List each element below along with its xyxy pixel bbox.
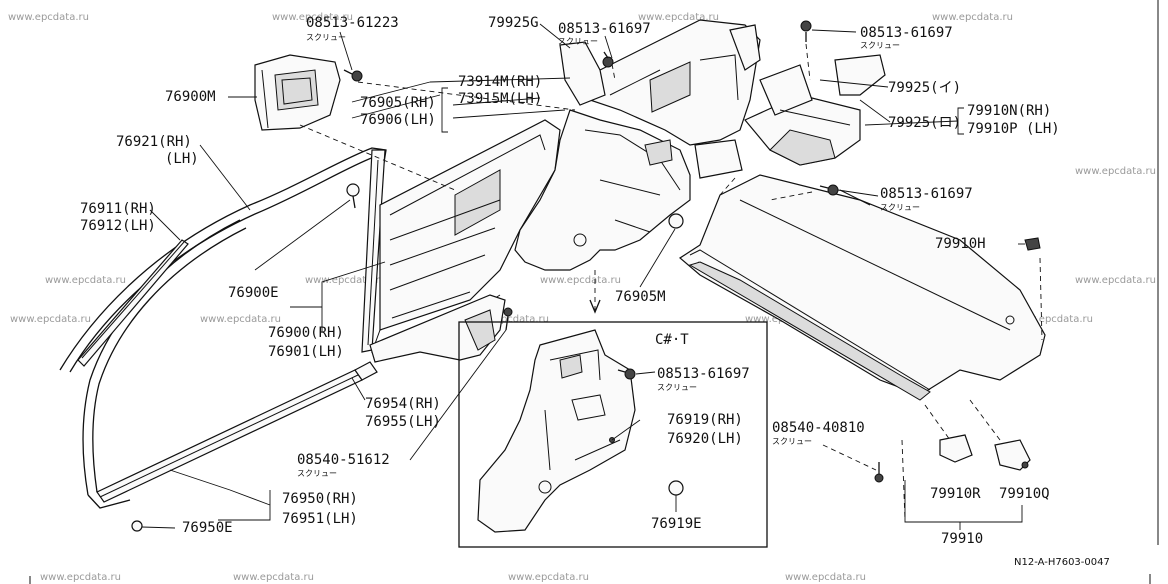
part-label: 76951(LH) xyxy=(282,511,358,527)
part-label: 76905M xyxy=(615,289,666,305)
part-label: 76900M xyxy=(165,89,216,105)
part-label: 76905(RH) xyxy=(360,95,436,111)
part-label: 76901(LH) xyxy=(268,344,344,360)
part-label: 73914M(RH) xyxy=(458,74,542,90)
screw-note: スクリュー xyxy=(306,33,346,42)
inset-arrow-icon xyxy=(589,299,601,314)
part-label: 76911(RH) xyxy=(80,201,156,217)
part-label: 79910N(RH) xyxy=(967,103,1051,119)
screw-note: スクリュー xyxy=(860,41,900,50)
part-label: 79910P (LH) xyxy=(967,121,1060,137)
inset-title: C#·T xyxy=(655,332,689,348)
screw-note: スクリュー xyxy=(297,469,337,478)
quarter-trim-panel xyxy=(371,119,561,353)
clip-icon xyxy=(668,480,684,496)
part-label: 76912(LH) xyxy=(80,218,156,234)
wheelhouse-trim xyxy=(514,109,691,271)
watermark-text: www.epcdata.ru xyxy=(1075,166,1156,177)
package-tray xyxy=(678,174,1046,401)
part-label: 76919E xyxy=(651,516,702,532)
watermark-text: www.epcdata.ru xyxy=(45,275,126,286)
watermark-text: www.epcdata.ru xyxy=(468,314,549,325)
part-label: 76919(RH) xyxy=(667,412,743,428)
watermark-text: www.epcdata.ru xyxy=(540,275,621,286)
scuff-plate xyxy=(96,361,378,503)
watermark-text: www.epcdata.ru xyxy=(508,572,589,583)
part-label: 76950E xyxy=(182,520,233,536)
part-label: 08513-61697 xyxy=(558,21,651,37)
leader-lines xyxy=(141,23,1025,530)
watermark-text: www.epcdata.ru xyxy=(785,572,866,583)
part-label: 73915M(LH) xyxy=(458,91,542,107)
part-label: (LH) xyxy=(165,151,199,167)
watermark-text: www.epcdata.ru xyxy=(200,314,281,325)
part-label: 76921(RH) xyxy=(116,134,192,150)
watermark-text: www.epcdata.ru xyxy=(1075,275,1156,286)
screw-icon xyxy=(800,20,812,42)
part-label: 79925(ロ) xyxy=(888,115,961,131)
clip-icon xyxy=(346,183,360,209)
watermark-text: www.epcdata.ru xyxy=(8,12,89,23)
watermark-text: www.epcdata.ru xyxy=(233,572,314,583)
screw-icon xyxy=(874,462,884,483)
watermark-text: www.epcdata.ru xyxy=(10,314,91,325)
part-label: 08513-61697 xyxy=(880,186,973,202)
watermark-text: www.epcdata.ru xyxy=(1012,314,1093,325)
watermark-text: www.epcdata.ru xyxy=(305,275,386,286)
part-label: 08540-40810 xyxy=(772,420,865,436)
part-label: 08540-51612 xyxy=(297,452,390,468)
part-label: 08513-61697 xyxy=(860,25,953,41)
watermark-text: www.epcdata.ru xyxy=(40,572,121,583)
watermark-text: www.epcdata.ru xyxy=(932,12,1013,23)
tray-brackets xyxy=(939,434,1031,471)
part-label: 76954(RH) xyxy=(365,396,441,412)
lower-trim xyxy=(369,294,506,363)
part-label: 08513-61697 xyxy=(657,366,750,382)
upper-quarter-trim xyxy=(559,19,761,146)
part-label: 76900E xyxy=(228,285,279,301)
clip-icon xyxy=(668,213,684,229)
part-label: 76906(LH) xyxy=(360,112,436,128)
part-label: 79910Q xyxy=(999,486,1050,502)
drawing-code: N12-A-H7603-0047 xyxy=(1014,557,1110,568)
part-label: 79910H xyxy=(935,236,986,252)
part-label: 08513-61223 xyxy=(306,15,399,31)
speaker-cover xyxy=(694,139,743,179)
screw-icon xyxy=(602,51,614,68)
screw-note: スクリュー xyxy=(558,37,598,46)
storage-pocket-79910n xyxy=(744,54,886,166)
part-label: 79925G xyxy=(488,15,539,31)
fasteners xyxy=(131,20,884,532)
screw-note: スクリュー xyxy=(772,437,812,446)
part-label: 76955(LH) xyxy=(365,414,441,430)
callout-labels: 08513-61223 スクリュー 79925G 08513-61697 スクリ… xyxy=(80,15,1110,568)
screw-icon xyxy=(503,307,513,331)
clip-icon xyxy=(131,520,143,532)
weatherstrip-76921 xyxy=(59,147,387,509)
screw-icon xyxy=(617,368,636,380)
screw-icon xyxy=(343,69,363,82)
screw-icon xyxy=(819,184,839,196)
detail-inset: C#·T xyxy=(458,321,768,548)
molding-76911 xyxy=(77,239,189,367)
assembly-lines xyxy=(299,43,1043,521)
part-label: 79910R xyxy=(930,486,981,502)
part-label: 79910 xyxy=(941,531,983,547)
watermark-text: www.epcdata.ru xyxy=(272,12,353,23)
watermark-text: www.epcdata.ru xyxy=(638,12,719,23)
clip-79910h xyxy=(1024,237,1041,251)
speaker-box-76900m xyxy=(254,54,341,131)
part-label: 76920(LH) xyxy=(667,431,743,447)
screw-note: スクリュー xyxy=(880,203,920,212)
screw-note: スクリュー xyxy=(657,383,697,392)
part-label: 79925(イ) xyxy=(888,80,961,96)
part-label: 76950(RH) xyxy=(282,491,358,507)
part-label: 76900(RH) xyxy=(268,325,344,341)
